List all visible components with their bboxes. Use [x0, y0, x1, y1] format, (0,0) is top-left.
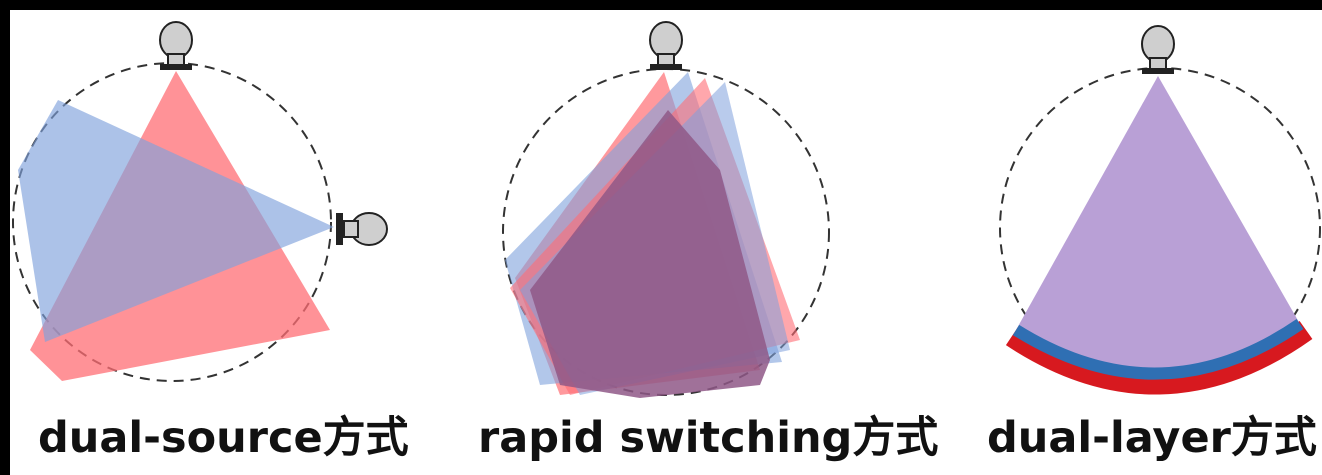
- caption-dual-layer: dual-layer方式: [987, 413, 1317, 463]
- detector-arc-icon: [1005, 319, 1313, 395]
- x-ray-source-icon: [336, 212, 388, 246]
- caption-rapid-switching: rapid switching方式: [478, 413, 939, 463]
- x-ray-source-icon: [1141, 25, 1175, 74]
- purple-beam: [1016, 76, 1300, 374]
- dual-source-panel: [12, 21, 388, 382]
- rapid-switching-panel: [502, 21, 830, 398]
- dual-layer-panel: [999, 25, 1321, 395]
- blue-beam: [18, 100, 334, 342]
- caption-dual-source: dual-source方式: [38, 413, 409, 463]
- x-ray-source-icon: [159, 21, 193, 70]
- overlap-region: [530, 110, 770, 398]
- x-ray-source-icon: [649, 21, 683, 70]
